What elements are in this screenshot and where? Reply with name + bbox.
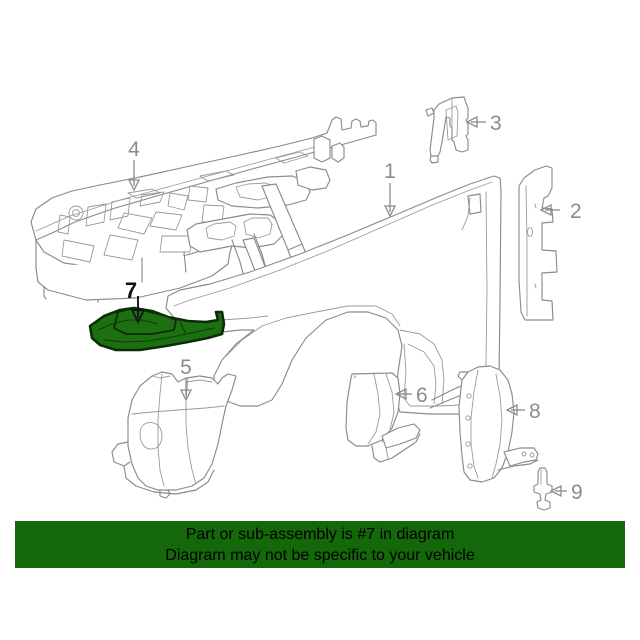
callout-number-2: 2 — [570, 200, 582, 223]
part-3-upper-bracket — [425, 96, 469, 164]
part-notice-banner: Part or sub-assembly is #7 in diagram Di… — [15, 521, 625, 568]
part-9-retainer-clip — [533, 467, 553, 511]
callout-number-1: 1 — [384, 160, 396, 183]
callout-number-4: 4 — [128, 138, 140, 161]
callout-number-7: 7 — [125, 278, 137, 303]
part-2-rear-filler-panel — [518, 165, 558, 321]
notice-line-part-number: Part or sub-assembly is #7 in diagram — [185, 525, 455, 543]
part-8-wheelhouse-liner-rear — [457, 365, 539, 483]
notice-line-disclaimer: Diagram may not be specific to your vehi… — [165, 546, 475, 564]
callout-number-5: 5 — [180, 356, 192, 379]
part-5-wheelhouse-liner-front — [111, 371, 237, 499]
part-6-splash-shield — [345, 372, 421, 463]
callout-number-3: 3 — [490, 112, 502, 135]
callout-numbers: 1 2 3 4 5 6 7 8 9 — [125, 112, 583, 504]
part-1-fender-panel — [165, 175, 502, 415]
callout-number-8: 8 — [529, 400, 541, 423]
callout-leaders — [127, 115, 567, 498]
callout-number-6: 6 — [416, 384, 428, 407]
callout-number-9: 9 — [571, 481, 583, 504]
